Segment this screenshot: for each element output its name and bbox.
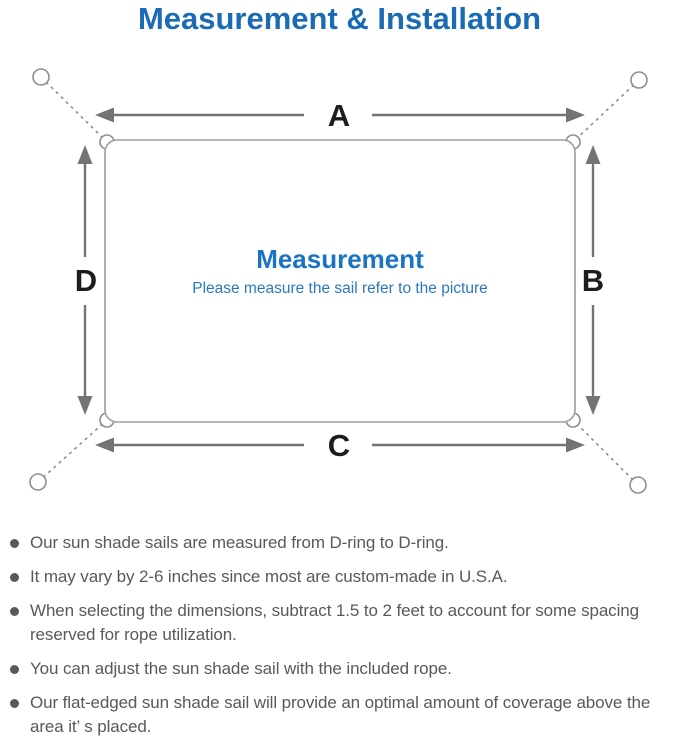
dimension-label-b: B [582,263,604,298]
anchor-points [29,68,648,494]
note-item: Our sun shade sails are measured from D-… [10,531,665,555]
arrowhead-d-bottom [77,396,93,415]
bullet-icon [10,607,19,616]
note-text: You can adjust the sun shade sail with t… [30,659,452,678]
note-text: When selecting the dimensions, subtract … [30,601,639,644]
page-title: Measurement & Installation [137,1,542,36]
rope-bottom-left [37,419,108,483]
note-item: You can adjust the sun shade sail with t… [10,657,665,681]
notes-list: Our sun shade sails are measured from D-… [10,531,665,739]
bullet-icon [10,665,19,674]
rope-top-left [40,76,108,143]
note-text: It may vary by 2-6 inches since most are… [30,567,508,586]
anchor-point-bottom-left [29,473,47,491]
arrowhead-b-top [585,145,601,164]
anchor-point-top-left [32,68,50,86]
sail-measurement-diagram: A B C D Measurement Please measure the s… [0,55,679,515]
diagram-svg: A B C D Measurement Please measure the s… [29,68,648,494]
bullet-icon [10,699,19,708]
arrow-b [585,145,601,415]
anchor-point-bottom-right [629,476,647,494]
note-item: It may vary by 2-6 inches since most are… [10,565,665,589]
corner-ropes [37,76,640,486]
dimension-label-c: C [328,428,350,463]
diagram-center-heading: Measurement [256,244,424,274]
note-item: When selecting the dimensions, subtract … [10,599,665,647]
note-text: Our sun shade sails are measured from D-… [30,533,449,552]
bullet-icon [10,573,19,582]
dimension-label-d: D [75,263,97,298]
arrowhead-d-top [77,145,93,164]
arrowhead-a-right [566,107,585,123]
arrow-a [95,107,585,123]
arrowhead-a-left [95,107,114,123]
diagram-center-subtitle: Please measure the sail refer to the pic… [192,280,488,297]
dimension-label-a: A [328,98,350,133]
arrowhead-c-right [566,437,585,453]
arrow-d [77,145,93,415]
dimension-arrows [77,107,601,453]
rope-top-right [572,79,640,143]
note-text: Our flat-edged sun shade sail will provi… [30,693,651,736]
arrowhead-c-left [95,437,114,453]
arrow-c [95,437,585,453]
bullet-icon [10,539,19,548]
rope-bottom-right [572,419,639,486]
anchor-point-top-right [630,71,648,89]
arrowhead-b-bottom [585,396,601,415]
note-item: Our flat-edged sun shade sail will provi… [10,691,665,739]
shade-sail-outline [104,139,576,423]
